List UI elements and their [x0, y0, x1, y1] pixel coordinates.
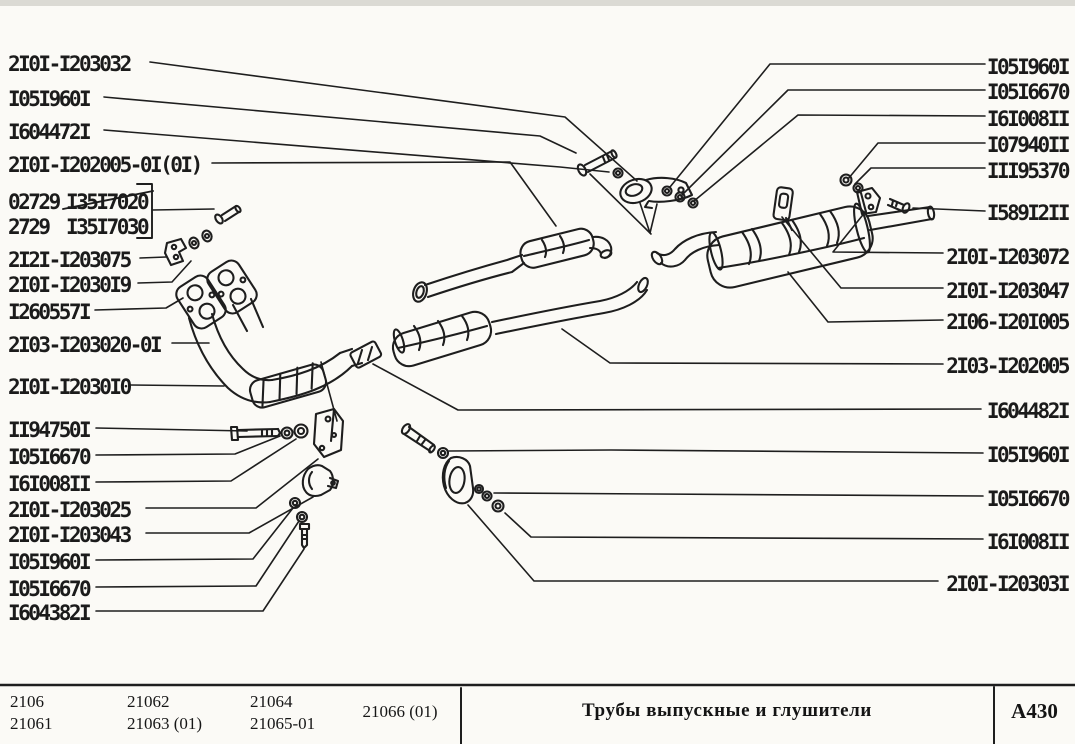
- nut: [293, 423, 309, 439]
- part-number-label: I05I960I: [986, 443, 1071, 467]
- nut: [295, 510, 309, 524]
- model-cell: 21061: [10, 714, 53, 733]
- nut: [612, 167, 624, 179]
- part-number-label: 2I03-I202005: [946, 354, 1070, 378]
- part-number-label: I07940II: [986, 133, 1071, 157]
- joint-sleeve: [338, 340, 383, 369]
- nut: [661, 185, 673, 197]
- part-number-label: 2I0I-I202005-0I(0I): [8, 153, 203, 177]
- gasket-plates: [175, 259, 258, 330]
- bolt-head: [229, 425, 240, 442]
- center-resonator: [391, 310, 493, 368]
- upper-resonator-pipe: [412, 227, 613, 303]
- rear-pipe-hook: [490, 276, 649, 336]
- washer: [188, 236, 200, 250]
- washer: [473, 483, 485, 495]
- model-cell: 21064: [250, 692, 293, 711]
- part-number-label: 2I0I-I2030I9: [8, 273, 132, 297]
- page-title: Трубы выпускные и глушители: [582, 700, 872, 721]
- heat-shield: [248, 362, 328, 409]
- nut: [491, 499, 505, 513]
- clamp-bolt-cluster: [188, 204, 242, 250]
- superseded-prefix: 02729: [8, 190, 61, 214]
- leader-lines: [94, 61, 986, 612]
- part-number-label: I05I6670: [8, 577, 92, 601]
- part-number-label: 2I0I-I203072: [946, 245, 1070, 269]
- part-number-label: I6I008II: [986, 107, 1071, 131]
- model-cell: 21066 (01): [362, 702, 438, 721]
- pipe-clamp: [301, 464, 335, 498]
- model-cell: 21063 (01): [127, 714, 203, 733]
- washer: [436, 446, 450, 460]
- part-number-label: 2I0I-I203025: [8, 498, 132, 522]
- hanger-bracket: [855, 186, 882, 216]
- part-number-label: I260557I: [8, 300, 92, 324]
- nut: [839, 173, 853, 187]
- replacement-part-number: I35I7030: [66, 215, 150, 239]
- part-number-label: I05I6670: [986, 487, 1071, 511]
- model-cell: 2106: [10, 692, 44, 711]
- bottom-hanger-cluster: [400, 423, 505, 513]
- bolt-head: [400, 423, 412, 435]
- bolt-head: [576, 163, 588, 177]
- flange-end: [412, 281, 428, 303]
- part-number-label: 2I0I-I2030I0: [8, 375, 132, 399]
- rubber-hanger: [441, 455, 475, 505]
- washer: [280, 426, 294, 440]
- part-number-label: I604472I: [8, 120, 92, 144]
- part-number-label: I6I008II: [986, 530, 1071, 554]
- nut: [674, 191, 686, 203]
- front-exhaust-pipe: [187, 297, 354, 409]
- part-number-label: 2I0I-I203047: [946, 279, 1070, 303]
- part-number-label: I604482I: [986, 399, 1071, 423]
- part-number-label: 2I06-I20I005: [946, 310, 1070, 334]
- part-number-label: I05I6670: [986, 80, 1071, 104]
- pipe-mount-cluster: [229, 407, 345, 550]
- washer: [288, 496, 302, 510]
- model-cell: 21065-01: [250, 714, 316, 733]
- part-number-label: I05I960I: [8, 87, 92, 111]
- inlet-pipe: [655, 230, 718, 257]
- strike-line: [62, 190, 154, 210]
- footer-table-rules: [0, 683, 1075, 744]
- scan-edge: [0, 0, 1075, 6]
- part-number-label: 2I0I-I20303I: [946, 572, 1070, 596]
- part-number-label: I604382I: [8, 601, 92, 625]
- muffler-hangers: [772, 173, 911, 232]
- washer: [481, 490, 493, 502]
- part-number-label: I6I008II: [8, 472, 92, 496]
- supersession-bracket: [62, 183, 154, 239]
- nut: [687, 197, 699, 209]
- part-number-label: I05I6670: [8, 445, 92, 469]
- part-number-label: I05I960I: [986, 55, 1071, 79]
- part-number-label: 2I2I-I203075: [8, 248, 132, 272]
- tail-pipe: [866, 205, 934, 232]
- sheet-code: А430: [1011, 699, 1058, 723]
- nut: [852, 182, 864, 194]
- hanger-ring: [619, 177, 653, 205]
- part-number-label: 2I0I-I203043: [8, 523, 132, 547]
- part-number-label: I589I2II: [986, 201, 1071, 225]
- replacement-prefix: 2729: [8, 215, 51, 239]
- model-cell: 21062: [127, 692, 170, 711]
- main-muffler: [650, 202, 936, 289]
- superseded-part-number: I35I7020: [66, 190, 150, 214]
- part-number-label: 2I03-I203020-0I: [8, 333, 163, 357]
- stud-head: [298, 522, 311, 531]
- support-bracket: [163, 237, 188, 267]
- bolt-head: [214, 213, 224, 225]
- top-hanger-cluster: [576, 149, 699, 210]
- part-number-label: III95370: [986, 159, 1071, 183]
- part-number-label: 2I0I-I203032: [8, 52, 132, 76]
- part-number-label: I05I960I: [8, 550, 92, 574]
- part-number-label: II94750I: [8, 418, 92, 442]
- hanger-strap: [772, 186, 794, 222]
- washer: [201, 229, 213, 243]
